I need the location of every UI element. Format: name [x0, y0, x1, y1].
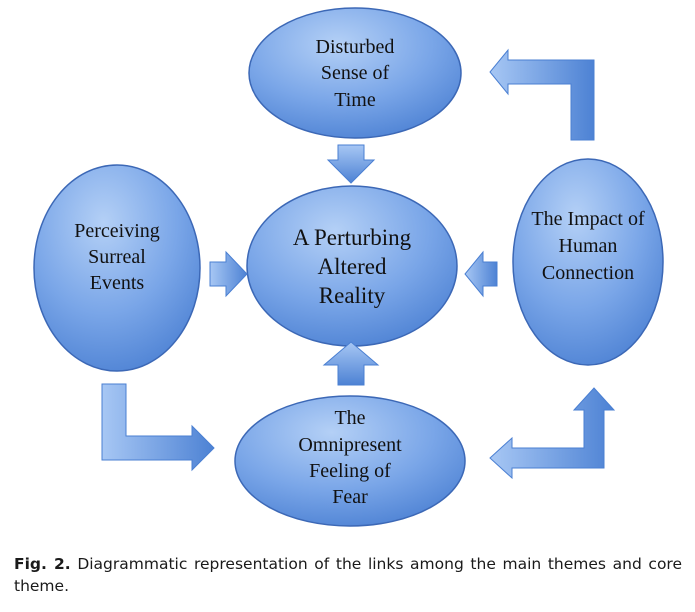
bottom-theme-line-1: The	[334, 407, 365, 429]
arrow-right-icon	[209, 250, 248, 298]
figure-caption: Fig. 2. Diagrammatic representation of t…	[14, 553, 682, 597]
core-theme-line-1: A Perturbing	[293, 225, 412, 250]
right-theme-line-2: Human	[559, 235, 618, 257]
left-theme-line-3: Events	[90, 272, 145, 294]
left-theme-line-2: Surreal	[88, 246, 146, 268]
right-theme-line-1: The Impact of	[531, 208, 645, 230]
elbow-arrow-left-to-bottom-icon	[101, 383, 215, 472]
bottom-theme-line-4: Fear	[332, 486, 368, 508]
bottom-theme-line-3: Feeling of	[309, 460, 391, 482]
core-theme-label: A Perturbing Altered Reality	[293, 225, 412, 308]
theme-diagram: Disturbed Sense of Time Perceiving Surre…	[33, 7, 664, 527]
bottom-theme-line-2: Omnipresent	[298, 434, 402, 456]
top-theme-line-3: Time	[334, 89, 376, 111]
arrow-down-icon	[326, 144, 376, 184]
figure-caption-label: Fig. 2.	[14, 555, 71, 573]
left-theme-label: Perceiving Surreal Events	[74, 220, 160, 294]
top-theme-ellipse	[248, 7, 462, 139]
right-theme-label: The Impact of Human Connection	[531, 208, 645, 284]
bottom-theme-ellipse	[234, 395, 466, 527]
right-theme-ellipse	[512, 158, 664, 366]
figure-caption-text: Diagrammatic representation of the links…	[14, 555, 682, 595]
core-theme-line-2: Altered	[318, 254, 387, 279]
bottom-theme-label: The Omnipresent Feeling of Fear	[298, 407, 402, 508]
elbow-arrow-bottom-to-right-icon	[489, 387, 616, 480]
elbow-arrow-right-to-top-icon	[489, 48, 595, 141]
arrow-up-icon	[322, 341, 380, 386]
right-theme-line-3: Connection	[542, 262, 634, 284]
arrow-left-icon	[464, 250, 498, 298]
left-theme-ellipse	[33, 164, 201, 372]
top-theme-label: Disturbed Sense of Time	[316, 36, 395, 111]
core-theme-line-3: Reality	[319, 283, 386, 308]
top-theme-line-1: Disturbed	[316, 36, 395, 58]
top-theme-line-2: Sense of	[321, 62, 390, 84]
left-theme-line-1: Perceiving	[74, 220, 160, 242]
